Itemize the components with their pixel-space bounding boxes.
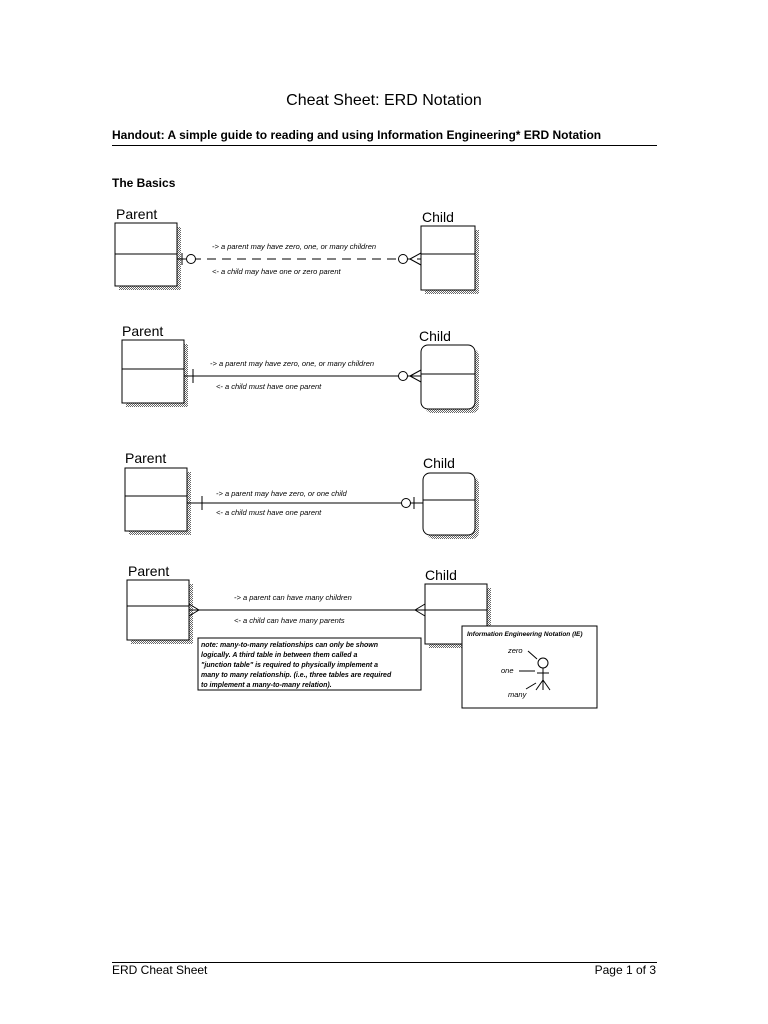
child-entity-label: Child	[419, 328, 451, 344]
note-line: many to many relationship. (i.e., three …	[201, 672, 392, 679]
child-entity-label: Child	[423, 455, 455, 471]
legend-title: Information Engineering Notation (IE)	[467, 631, 583, 638]
zero-mark	[398, 371, 408, 381]
header-divider	[112, 145, 657, 146]
crowsfoot-mark	[409, 369, 422, 377]
section-heading: The Basics	[112, 176, 176, 190]
crowsfoot-mark	[409, 252, 422, 260]
crowsfoot-mark	[414, 603, 426, 611]
forward-label: -> a parent may have zero, one, or many …	[212, 242, 376, 251]
zero-mark	[186, 254, 196, 264]
footer-divider	[112, 962, 657, 963]
handout-subtitle: Handout: A simple guide to reading and u…	[112, 128, 602, 142]
footer-doc-title: ERD Cheat Sheet	[112, 963, 208, 977]
backward-label: <- a child can have many parents	[234, 616, 345, 625]
ie-notation-legend: Information Engineering Notation (IE) ze…	[461, 625, 598, 709]
backward-label: <- a child must have one parent	[216, 508, 322, 517]
legend-many-label: many	[508, 690, 528, 699]
legend-box	[461, 625, 598, 709]
forward-label: -> a parent may have zero, one, or many …	[210, 359, 374, 368]
child-entity-label: Child	[425, 567, 457, 583]
child-entity	[422, 472, 476, 536]
forward-label: -> a parent may have zero, or one child	[216, 489, 348, 498]
forward-label: -> a parent can have many children	[234, 593, 352, 602]
zero-mark	[398, 254, 408, 264]
child-entity	[420, 225, 476, 291]
backward-label: <- a child must have one parent	[216, 382, 322, 391]
parent-entity	[121, 339, 185, 404]
zero-symbol	[537, 657, 549, 669]
crowsfoot-mark	[188, 603, 200, 611]
note-line: note: many-to-many relationships can onl…	[201, 642, 378, 649]
zero-mark	[401, 498, 411, 508]
child-entity-label: Child	[422, 209, 454, 225]
legend-one-label: one	[501, 666, 514, 675]
parent-entity-label: Parent	[122, 323, 163, 339]
note-line: to implement a many-to-many relation).	[201, 682, 332, 689]
parent-entity-label: Parent	[125, 450, 166, 466]
note-line: "junction table" is required to physical…	[201, 662, 378, 669]
page-title: Cheat Sheet: ERD Notation	[286, 92, 482, 109]
legend-zero-label: zero	[507, 646, 523, 655]
diagram-2: Parent Child -> a parent may have zero, …	[121, 323, 479, 413]
footer-page-number: Page 1 of 3	[594, 963, 656, 977]
note-line: logically. A third table in between them…	[201, 652, 357, 659]
parent-entity	[126, 579, 190, 641]
parent-entity-label: Parent	[116, 206, 157, 222]
parent-entity-label: Parent	[128, 563, 169, 579]
many-to-many-note	[197, 637, 422, 691]
backward-label: <- a child may have one or zero parent	[212, 267, 342, 276]
diagram-1: Parent Child -> a parent may have zero, …	[114, 206, 479, 294]
diagram-4: Parent Child -> a parent can have many c…	[126, 563, 491, 691]
parent-entity	[124, 467, 188, 532]
child-entity	[420, 344, 476, 410]
diagram-3: Parent Child -> a parent may have zero, …	[124, 450, 479, 539]
many-symbol	[535, 679, 544, 691]
